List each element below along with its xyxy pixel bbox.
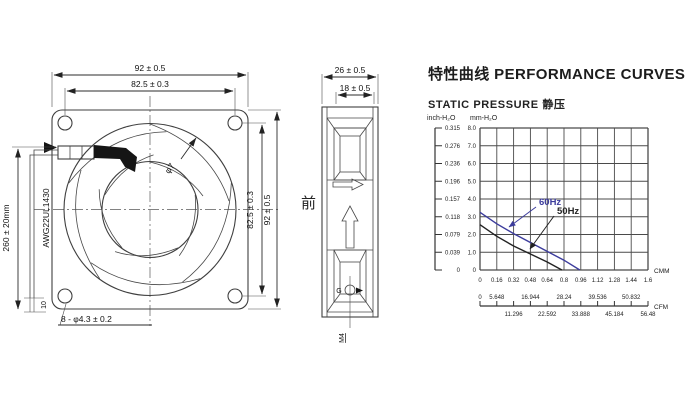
performance-curves-title: 特性曲线 PERFORMANCE CURVES bbox=[428, 66, 686, 83]
svg-text:1.44: 1.44 bbox=[625, 278, 637, 284]
svg-text:0.8: 0.8 bbox=[560, 278, 569, 284]
svg-text:6.0: 6.0 bbox=[468, 162, 477, 168]
svg-text:0: 0 bbox=[478, 278, 482, 284]
venturi-circle bbox=[63, 122, 237, 297]
strip-length-label: 10 bbox=[41, 301, 48, 309]
outer-width-label: 92 ± 0.5 bbox=[135, 63, 166, 73]
holes-note-label: 8 - φ4.3 ± 0.2 bbox=[61, 314, 112, 324]
svg-text:1.6: 1.6 bbox=[644, 278, 653, 284]
svg-text:16.944: 16.944 bbox=[521, 295, 540, 301]
impeller-blades bbox=[68, 123, 232, 286]
depth-outer-label: 26 ± 0.5 bbox=[335, 65, 366, 75]
depth-dim-extensions bbox=[321, 74, 379, 104]
svg-text:0.157: 0.157 bbox=[445, 197, 461, 203]
svg-text:0.196: 0.196 bbox=[445, 179, 461, 185]
svg-text:0.96: 0.96 bbox=[575, 278, 587, 284]
x-axis-label-cmm: CMM bbox=[654, 268, 670, 275]
shaft-leader-arrow bbox=[180, 137, 197, 160]
static-pressure-subtitle: STATIC PRESSURE 静压 bbox=[428, 99, 566, 111]
hole-pitch-width-label: 82.5 ± 0.3 bbox=[131, 79, 169, 89]
svg-text:7.0: 7.0 bbox=[468, 144, 477, 150]
leader-arrow-50hz bbox=[529, 215, 555, 250]
airflow-direction-arrow-icon bbox=[332, 178, 364, 191]
top-block-inner bbox=[339, 135, 361, 173]
mount-hole-br bbox=[227, 288, 243, 304]
bottom-block-bevels bbox=[333, 249, 367, 303]
shaft-diameter-note: φ7 bbox=[163, 161, 177, 175]
svg-text:0.118: 0.118 bbox=[445, 215, 460, 221]
leader-arrow-60hz bbox=[508, 206, 537, 228]
chart-curves bbox=[479, 211, 581, 271]
fan-front-view-drawing: φ7 260 ± 20mm AWG22UL1430 10 92 ± 0.5 82… bbox=[1, 63, 281, 326]
svg-text:22.592: 22.592 bbox=[538, 312, 557, 318]
right-dim-extensions bbox=[242, 109, 281, 310]
svg-text:0.315: 0.315 bbox=[445, 126, 461, 132]
x-axis-label-cfm: CFM bbox=[654, 304, 668, 311]
svg-text:39.536: 39.536 bbox=[588, 295, 607, 301]
fan-side-view-drawing: 前 G M4 26 ± 0.5 18 ± 0.5 bbox=[301, 65, 379, 343]
top-block-bevels bbox=[333, 127, 367, 181]
svg-text:11.296: 11.296 bbox=[505, 312, 524, 318]
wire-dim-extensions bbox=[12, 146, 56, 313]
lead-length-label: 260 ± 20mm bbox=[1, 204, 11, 251]
svg-text:0: 0 bbox=[457, 268, 461, 274]
svg-text:3.0: 3.0 bbox=[468, 215, 477, 221]
top-chamfer bbox=[326, 117, 374, 129]
svg-text:28.24: 28.24 bbox=[556, 295, 572, 301]
hole-pitch-height-label: 82.5 ± 0.3 bbox=[245, 191, 255, 229]
side-frame-walls bbox=[326, 107, 374, 317]
svg-text:0.48: 0.48 bbox=[525, 278, 537, 284]
svg-text:4.0: 4.0 bbox=[468, 197, 477, 203]
ground-terminal bbox=[344, 284, 356, 296]
top-dim-extensions bbox=[51, 72, 249, 115]
depth-inner-label: 18 ± 0.5 bbox=[340, 83, 371, 93]
ground-arrow-icon bbox=[356, 287, 363, 294]
screw-thread-label: M4 bbox=[339, 333, 346, 343]
svg-text:8.0: 8.0 bbox=[468, 126, 477, 132]
svg-text:0.276: 0.276 bbox=[445, 144, 461, 150]
svg-text:0.32: 0.32 bbox=[508, 278, 520, 284]
svg-text:1.0: 1.0 bbox=[468, 250, 477, 256]
svg-text:50.832: 50.832 bbox=[622, 295, 641, 301]
mount-hole-tl bbox=[57, 115, 73, 131]
chart-grid-and-ticks: 0 0.16 0.32 0.48 0.64 0.8 0.96 1.12 1.28 1.44 1.6 8… bbox=[434, 126, 656, 318]
fan-frame bbox=[51, 109, 249, 310]
mid-section-lines bbox=[327, 179, 373, 251]
svg-text:2.0: 2.0 bbox=[468, 233, 477, 239]
wire-spec-label: AWG22UL1430 bbox=[41, 188, 51, 247]
rotation-direction-arrow-icon bbox=[341, 205, 359, 249]
svg-text:1.28: 1.28 bbox=[609, 278, 621, 284]
svg-text:0.039: 0.039 bbox=[445, 250, 461, 256]
svg-text:5.0: 5.0 bbox=[468, 179, 477, 185]
ground-label: G bbox=[336, 288, 341, 295]
svg-text:0.16: 0.16 bbox=[491, 278, 503, 284]
svg-text:56.48: 56.48 bbox=[640, 312, 656, 318]
connector-body bbox=[94, 145, 137, 172]
svg-text:1.12: 1.12 bbox=[592, 278, 604, 284]
front-direction-label: 前 bbox=[301, 195, 316, 212]
y-axis-unit-inch: inch-H₂O bbox=[427, 115, 456, 122]
mount-hole-bl bbox=[57, 288, 73, 304]
outer-height-label: 92 ± 0.5 bbox=[262, 194, 272, 225]
lead-wire-connector bbox=[29, 142, 137, 312]
performance-curves-chart: inch-H₂O mm-H₂O 0 0.16 0.32 0.48 0.64 0.8 0.96… bbox=[427, 115, 670, 318]
series-label-50hz: 50Hz bbox=[557, 206, 579, 217]
svg-text:0.64: 0.64 bbox=[541, 278, 553, 284]
wire-exit-arrow-icon bbox=[44, 142, 57, 153]
svg-text:0.079: 0.079 bbox=[445, 233, 461, 239]
y-axis-unit-mm: mm-H₂O bbox=[470, 115, 498, 122]
svg-text:33.888: 33.888 bbox=[572, 312, 591, 318]
holes-note-leader bbox=[59, 303, 67, 326]
svg-text:5.648: 5.648 bbox=[489, 295, 505, 301]
svg-text:0: 0 bbox=[478, 295, 482, 301]
svg-text:0.236: 0.236 bbox=[445, 162, 461, 168]
mount-hole-tr bbox=[227, 115, 243, 131]
svg-text:0: 0 bbox=[473, 268, 477, 274]
series-label-60hz: 60Hz bbox=[539, 197, 561, 208]
svg-text:45.184: 45.184 bbox=[605, 312, 624, 318]
